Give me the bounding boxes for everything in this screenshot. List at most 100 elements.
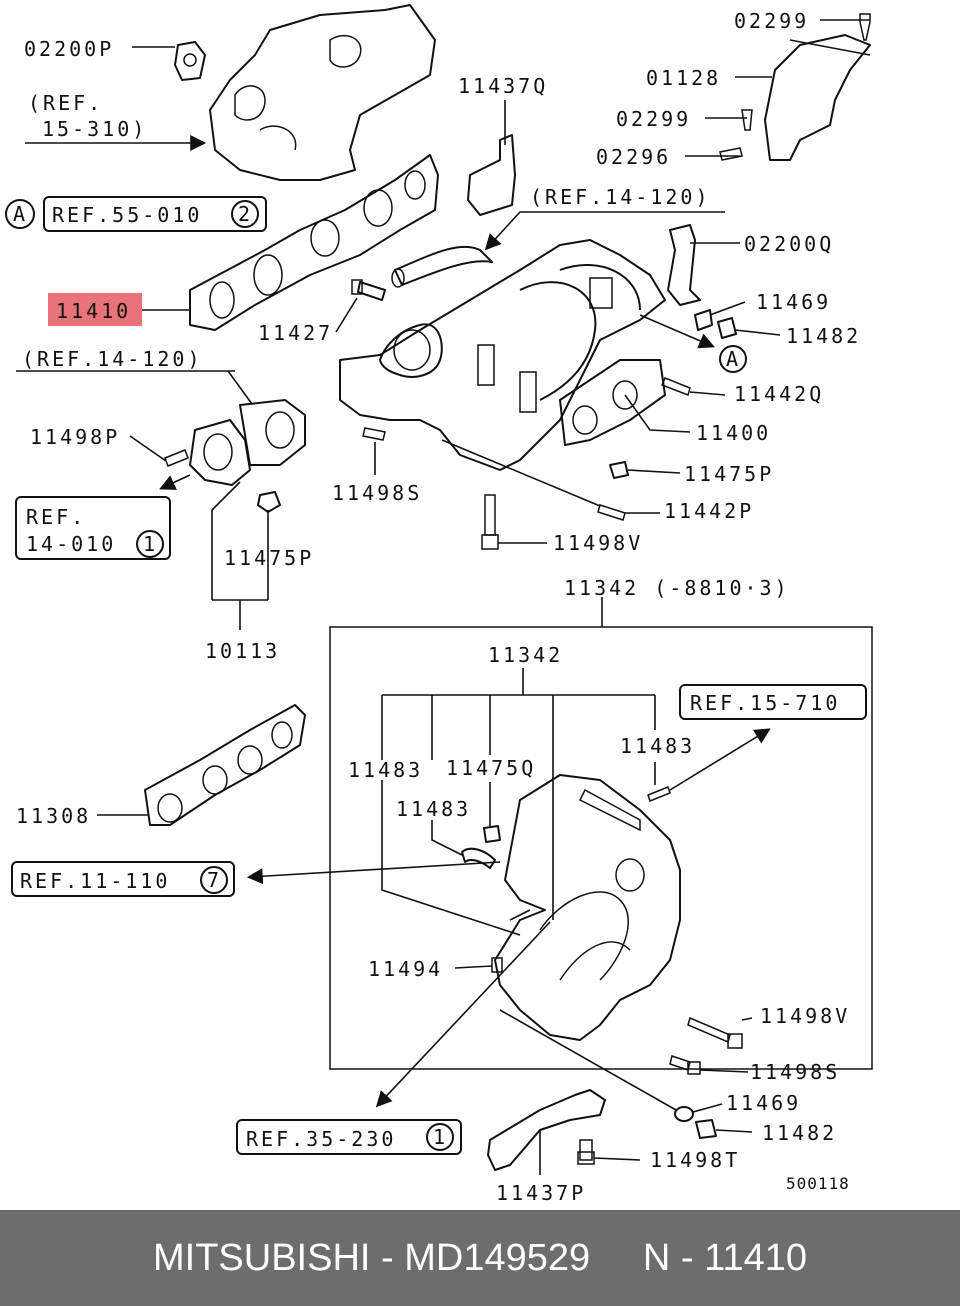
stud-11442Q-icon <box>661 377 691 396</box>
ref-box-35-230[interactable] <box>236 1119 462 1155</box>
label-11498S-bot: 11498S <box>750 1060 840 1084</box>
ref-box-55-010[interactable] <box>43 196 267 232</box>
label-11483-left: 11483 <box>348 758 423 782</box>
label-11498T: 11498T <box>650 1148 740 1172</box>
label-ref-14-010-line2[interactable]: 14-010 <box>26 532 116 556</box>
bolt-11498T-icon <box>577 1139 595 1165</box>
label-circle-a-1: A <box>13 202 28 226</box>
label-01128: 01128 <box>646 66 721 90</box>
bolt-11498V-bot-icon <box>687 1016 743 1049</box>
label-11437P: 11437P <box>496 1181 586 1205</box>
label-11498V-bot: 11498V <box>760 1004 850 1028</box>
exhaust-cover-illustration <box>209 4 436 181</box>
part-number-caption: MITSUBISHI - MD149529 N - 11410 <box>153 1236 807 1279</box>
label-11494: 11494 <box>368 957 443 981</box>
pin-11483-right-icon <box>647 786 671 802</box>
label-11482-bot: 11482 <box>762 1121 837 1145</box>
label-02299-b: 02299 <box>616 107 691 131</box>
label-ref-55-010[interactable]: REF.55-010 <box>52 203 202 227</box>
label-11410-highlighted[interactable]: 11410 <box>56 299 131 323</box>
washer-11469-top-icon <box>694 309 713 331</box>
ref-box-11-110[interactable] <box>11 861 235 897</box>
label-ref-15-310-line2: 15-310) <box>42 117 147 141</box>
thermostat-housing-10113-illustration <box>189 399 306 486</box>
highlight-11410 <box>48 293 142 326</box>
label-ref-14-120-left: (REF.14-120) <box>22 347 203 371</box>
leader-lines <box>16 19 870 1175</box>
label-11475Q: 11475Q <box>446 756 536 780</box>
bolt-11427-icon <box>351 279 386 301</box>
diagram-number: 500118 <box>786 1174 850 1193</box>
callout-circle-a-2 <box>719 345 747 373</box>
label-ref-15-310-line1: (REF. <box>28 91 103 115</box>
label-11498V-top: 11498V <box>553 531 643 555</box>
bolt-11498S-top-icon <box>362 427 386 441</box>
bolt-02299-a-icon <box>859 13 871 41</box>
label-11475P-right: 11475P <box>684 462 774 486</box>
label-circle-2: 2 <box>238 202 253 226</box>
label-11400: 11400 <box>696 421 771 445</box>
label-11469-top: 11469 <box>756 290 831 314</box>
label-02296: 02296 <box>596 145 671 169</box>
bolt-02299-b-icon <box>741 109 753 131</box>
label-11469-bot: 11469 <box>726 1091 801 1115</box>
label-circle-1-a: 1 <box>143 532 158 556</box>
label-11442Q: 11442Q <box>734 382 824 406</box>
gasket-02200P-icon <box>174 41 206 81</box>
label-02200P: 02200P <box>24 37 114 61</box>
nut-11482-top-icon <box>717 317 737 339</box>
label-10113: 10113 <box>205 639 280 663</box>
label-11498P: 11498P <box>30 425 120 449</box>
bracket-01128-illustration <box>764 34 871 161</box>
label-11483-mid: 11483 <box>396 797 471 821</box>
label-11442P: 11442P <box>664 499 754 523</box>
water-hose-illustration <box>391 245 493 288</box>
callout-circle-2 <box>231 200 259 228</box>
label-circle-1-b: 1 <box>433 1125 448 1149</box>
callout-circle-7 <box>200 866 228 894</box>
nut-11482-bot-icon <box>695 1119 717 1139</box>
callout-circle-1-a <box>136 530 164 558</box>
label-ref-14-120-top: (REF.14-120) <box>530 185 711 209</box>
label-11308: 11308 <box>16 804 91 828</box>
bracket-11437Q-illustration <box>467 134 516 216</box>
callout-circle-1-b <box>426 1123 454 1151</box>
label-11437Q: 11437Q <box>458 74 548 98</box>
bracket-11437P-illustration <box>487 1089 606 1171</box>
washer-11469-bot-icon <box>674 1106 694 1122</box>
bracket-02200Q-illustration <box>667 224 701 306</box>
label-ref-15-710[interactable]: REF.15-710 <box>690 691 840 715</box>
label-ref-11-110[interactable]: REF.11-110 <box>20 869 170 893</box>
nut-11475P-right-icon <box>609 461 629 479</box>
bolt-11498V-top-icon <box>481 494 499 550</box>
label-02200Q: 02200Q <box>744 232 834 256</box>
label-11342-inner: 11342 <box>488 643 563 667</box>
label-ref-14-010-line1[interactable]: REF. <box>26 505 86 529</box>
intake-manifold-11400-illustration <box>339 239 666 471</box>
label-11482-top: 11482 <box>786 324 861 348</box>
label-ref-35-230[interactable]: REF.35-230 <box>246 1127 396 1151</box>
group-box-11342 <box>329 626 873 1070</box>
intake-plenum-11342-illustration <box>494 774 681 1041</box>
nut-11475Q-icon <box>483 825 501 843</box>
nut-11475P-left-icon <box>257 491 281 513</box>
bolt-11498P-icon <box>164 449 189 467</box>
ref-box-14-010[interactable] <box>15 496 171 560</box>
exhaust-gasket-11410-illustration <box>189 154 439 331</box>
gasket-11308-illustration <box>144 704 306 826</box>
label-11342-group: 11342 (-8810·3) <box>564 576 790 600</box>
label-11475P-left: 11475P <box>224 546 314 570</box>
callout-circle-a-1 <box>5 199 35 229</box>
bolt-02296-icon <box>719 147 743 161</box>
hose-11483-icon <box>461 847 496 869</box>
label-circle-7: 7 <box>207 868 222 892</box>
label-11498S-top: 11498S <box>332 481 422 505</box>
ref-box-15-710[interactable] <box>679 684 867 720</box>
label-11427: 11427 <box>258 321 333 345</box>
label-02299-a: 02299 <box>734 9 809 33</box>
bolt-11498S-bot-icon <box>669 1055 701 1075</box>
stud-11442P-icon <box>597 504 626 521</box>
parts-diagram: 02200P (REF. 15-310) A REF.55-010 2 1141… <box>5 4 873 1205</box>
part-info-footer: MITSUBISHI - MD149529 N - 11410 <box>0 1210 960 1306</box>
label-circle-a-2: A <box>726 347 741 371</box>
